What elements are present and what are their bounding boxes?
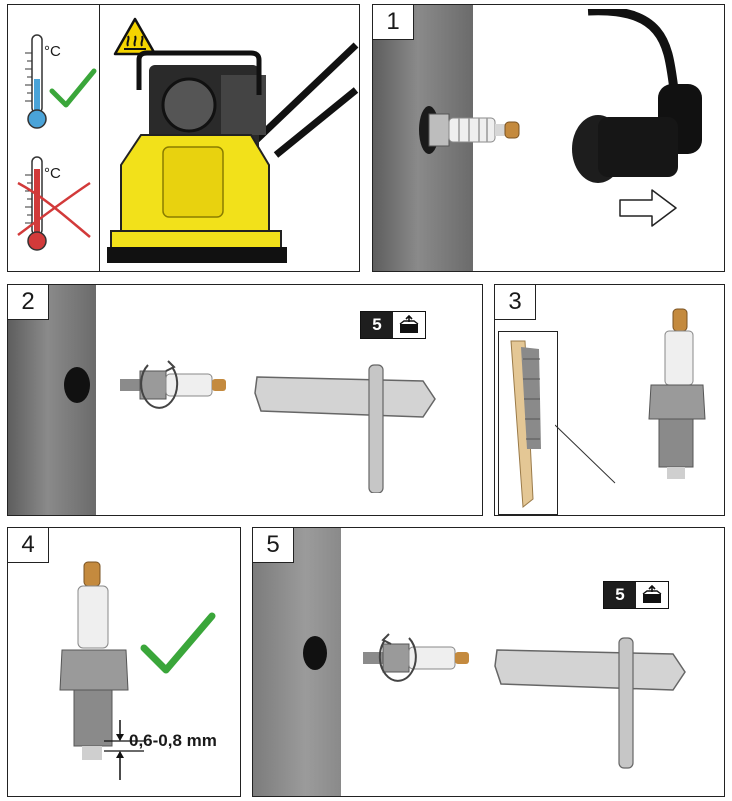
step-5-panel: 5 5 <box>252 527 725 797</box>
step-1-panel: 1 <box>372 4 725 272</box>
tool-badge-number: 5 <box>604 582 636 608</box>
toolbox-icon <box>636 582 668 608</box>
step-number: 3 <box>495 285 536 320</box>
step-2-panel: 2 5 <box>7 284 483 516</box>
pull-arrow-icon <box>619 189 677 227</box>
tool-badge: 5 <box>603 581 669 609</box>
cylinder-head <box>253 528 341 796</box>
spark-plug-wrench <box>494 637 686 769</box>
spark-plug-hole <box>303 636 327 670</box>
gap-measure-arrows <box>104 720 144 780</box>
gap-label: 0,6-0,8 mm <box>129 731 217 750</box>
plate-compactor-illustration <box>107 42 359 263</box>
temp-ok-unit: °C <box>44 43 61 60</box>
step-3-panel: 3 <box>494 284 725 516</box>
tool-badge-number: 5 <box>361 312 393 338</box>
check-icon <box>49 68 97 108</box>
thermometer-icon <box>25 34 47 129</box>
hot-surface-warning-icon <box>113 17 157 56</box>
step-number: 1 <box>373 5 414 40</box>
step-number: 5 <box>253 528 294 563</box>
step-number: 4 <box>8 528 49 563</box>
spark-plug-gap <box>59 561 129 760</box>
step-4-panel: 4 0,6-0,8 mm <box>7 527 241 797</box>
spark-plug-screw-in <box>363 633 469 682</box>
spark-plug-cleaning <box>555 308 706 484</box>
wire-brush <box>510 340 541 508</box>
spark-plug-wrench <box>254 364 436 493</box>
tool-badge: 5 <box>360 311 426 339</box>
temp-hot-unit: °C <box>44 165 61 182</box>
spark-plug-hole <box>64 367 90 403</box>
check-icon <box>140 612 216 674</box>
spark-plug-unscrew <box>120 360 226 409</box>
step-number: 2 <box>8 285 49 320</box>
overview-panel: °C °C <box>7 4 360 272</box>
spark-plug-cap-with-lead <box>572 9 702 183</box>
toolbox-icon <box>393 312 425 338</box>
spark-plug-installed <box>419 106 520 154</box>
cross-icon <box>17 181 91 238</box>
